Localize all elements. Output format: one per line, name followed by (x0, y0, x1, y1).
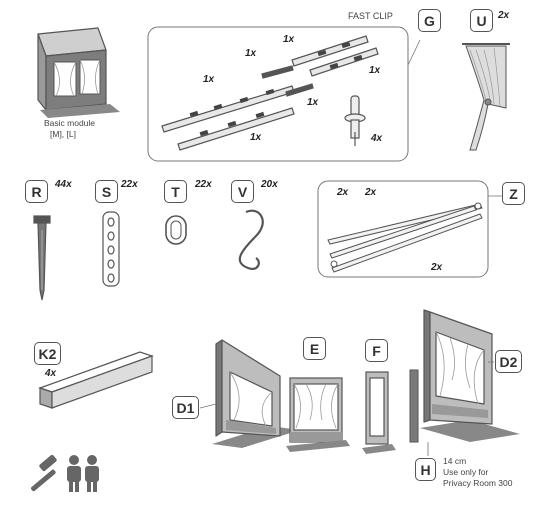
fast-clip-frame-box (147, 26, 409, 162)
strap-illustration (102, 211, 120, 287)
part-label-v: V (231, 180, 254, 203)
qty-v: 20x (261, 179, 278, 190)
peg-illustration (33, 215, 51, 301)
spacer-h-length: 14 cm (443, 456, 467, 466)
part-label-d1: D1 (172, 396, 199, 419)
rafter-poles-box (317, 180, 489, 278)
part-label-g: G (418, 9, 441, 32)
leader-lines (199, 361, 494, 409)
qty-g-3: 1x (369, 65, 381, 76)
qty-g-4: 1x (203, 74, 215, 85)
side-panel-d1-illustration (212, 339, 300, 448)
fast-clip-caption: FAST CLIP (348, 11, 393, 21)
fast-clip-poles (161, 35, 379, 151)
side-panel-d2-illustration (420, 309, 520, 442)
qty-g-2: 1x (245, 48, 257, 59)
qty-t: 22x (195, 179, 212, 190)
part-label-r: R (25, 180, 48, 203)
part-label-f: F (365, 339, 388, 362)
two-persons-icon (67, 455, 99, 492)
qty-s: 22x (121, 179, 138, 190)
front-panel-e-illustration (286, 377, 350, 452)
s-hook-illustration (238, 209, 264, 270)
spacer-h-note-1: Use only for (443, 467, 489, 477)
part-label-z: Z (502, 182, 525, 205)
part-label-s: S (95, 180, 118, 203)
qty-k2: 4x (45, 368, 57, 379)
qty-g-6: 1x (250, 132, 262, 143)
qty-z-1: 2x (337, 187, 349, 198)
basic-module-sizes: [M], [L] (50, 129, 76, 139)
qty-g-1: 1x (283, 34, 295, 45)
beam-illustration (38, 351, 154, 409)
qty-g-7: 4x (371, 133, 383, 144)
curtain-illustration (462, 43, 510, 151)
connector-pin-illustration (344, 95, 366, 146)
hammer-icon (31, 454, 57, 492)
spacer-h-illustration (409, 369, 429, 456)
part-label-u: U (470, 9, 493, 32)
qty-z-3: 2x (431, 262, 443, 273)
qty-u: 2x (498, 10, 510, 21)
part-label-k2: K2 (34, 342, 61, 365)
part-label-t: T (164, 180, 187, 203)
basic-module-illustration (37, 27, 120, 118)
rafter-poles-illustration (327, 202, 483, 273)
spacer-h-note-2: Privacy Room 300 (443, 478, 513, 488)
qty-z-2: 2x (365, 187, 377, 198)
part-label-d2: D2 (495, 350, 522, 373)
ring-illustration (165, 215, 187, 245)
part-label-h: H (415, 458, 436, 481)
qty-g-5: 1x (307, 97, 319, 108)
basic-module-text: Basic module (44, 118, 96, 128)
part-label-e: E (303, 337, 326, 360)
qty-r: 44x (55, 179, 72, 190)
door-panel-f-illustration (362, 371, 396, 454)
